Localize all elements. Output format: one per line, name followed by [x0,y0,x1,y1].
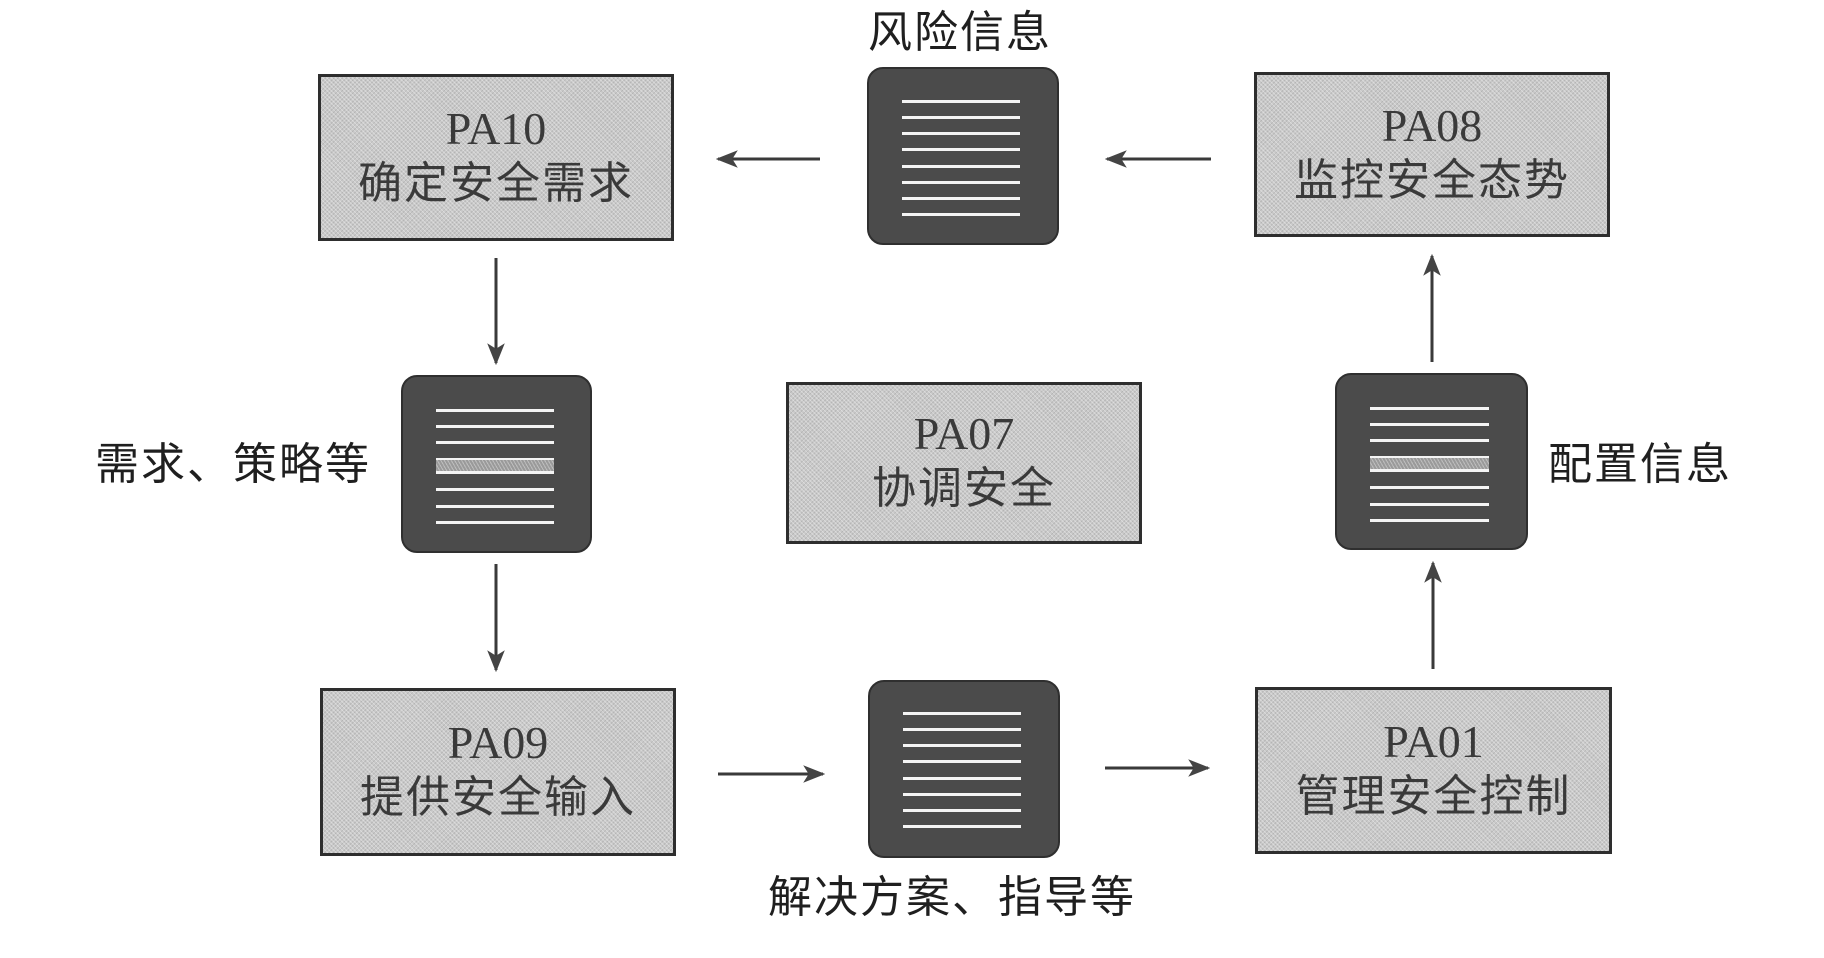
document-line [1370,503,1490,506]
pa09-name: 提供安全输入 [360,772,636,823]
document-line [901,148,1021,151]
document-line [1370,407,1490,410]
label-solutions-guidance: 解决方案、指导等 [768,872,1136,923]
document-line [435,441,554,444]
document-highlighted-line [435,458,554,474]
pa07-name: 协调安全 [872,463,1056,514]
document-line [1370,423,1490,426]
document-icon-config-info [1335,373,1528,550]
document-line [902,793,1022,796]
pa07-code: PA07 [913,408,1015,459]
document-line [1370,519,1490,522]
document-line [435,488,554,491]
label-risk-info: 风险信息 [868,7,1052,58]
document-line [902,777,1022,780]
document-icon-solutions [868,680,1060,858]
document-line [435,505,554,508]
pa08-code: PA08 [1381,99,1483,151]
document-line [901,213,1021,216]
document-line [901,100,1021,103]
pa01-code: PA01 [1383,715,1484,767]
process-area-pa10: PA10 确定安全需求 [318,74,674,241]
document-line [435,425,554,428]
document-line [902,744,1022,747]
process-area-pa08: PA08 监控安全态势 [1254,72,1610,237]
document-line [901,116,1021,119]
document-line [902,760,1022,763]
document-icon-requirements [401,375,592,553]
document-line [901,165,1021,168]
document-line [435,409,554,412]
document-line [901,132,1021,135]
document-line [901,197,1021,200]
label-config-info: 配置信息 [1548,439,1732,490]
process-area-pa07: PA07 协调安全 [786,382,1142,544]
document-line [435,521,554,524]
document-icon-risk-info [867,67,1059,245]
document-highlighted-line [1370,456,1490,472]
document-line [902,825,1022,828]
document-line [1370,486,1490,489]
pa10-code: PA10 [445,102,547,154]
process-area-pa01: PA01 管理安全控制 [1255,687,1612,854]
document-line [902,712,1022,715]
document-line [902,728,1022,731]
document-line [901,181,1021,184]
document-line [902,809,1022,812]
label-requirements-policies: 需求、策略等 [95,439,371,490]
process-area-pa09: PA09 提供安全输入 [320,688,676,856]
pa10-name: 确定安全需求 [358,157,634,209]
pa09-code: PA09 [447,717,549,768]
document-line [1370,439,1490,442]
pa01-name: 管理安全控制 [1295,770,1572,822]
pa08-name: 监控安全态势 [1294,154,1570,206]
